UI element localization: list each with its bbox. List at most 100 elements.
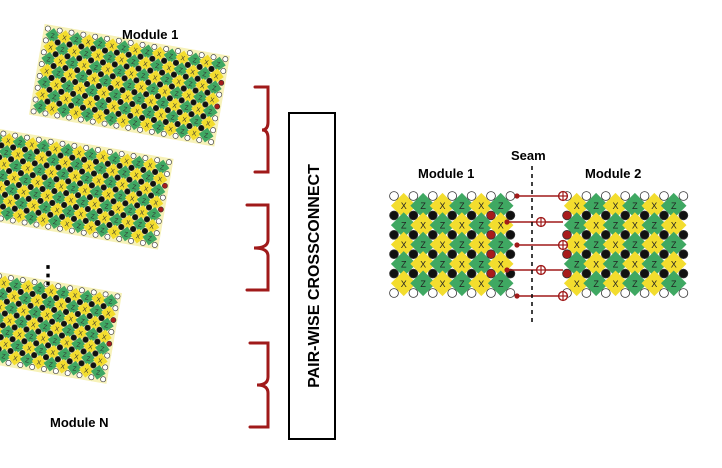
data-qubit xyxy=(506,230,515,239)
stabilizer-mark: Z xyxy=(652,259,658,269)
stabilizer-mark: X xyxy=(574,279,580,289)
module-2-lattice: ZXZXZXZXZXZXZXZXZXZXZXZXZXZXZXZXZXZXZXZX… xyxy=(0,127,174,250)
stabilizer-mark: X xyxy=(439,201,445,211)
data-qubit xyxy=(563,211,572,220)
data-qubit xyxy=(428,230,437,239)
data-qubit xyxy=(390,250,399,259)
stabilizer-mark: X xyxy=(651,201,657,211)
stabilizer-mark: X xyxy=(420,259,426,269)
boundary-qubit xyxy=(679,289,688,298)
boundary-qubit xyxy=(428,289,437,298)
stabilizer-mark: X xyxy=(612,279,618,289)
stabilizer-mark: X xyxy=(478,240,484,250)
stabilizer-mark: Z xyxy=(652,221,658,231)
module-1-label: Module 1 xyxy=(122,27,178,42)
data-qubit xyxy=(640,269,649,278)
stabilizer-mark: X xyxy=(459,221,465,231)
stabilizer-mark: X xyxy=(651,240,657,250)
data-qubit xyxy=(448,269,457,278)
boundary-qubit xyxy=(390,289,399,298)
boundary-qubit xyxy=(506,192,515,201)
module-bracket xyxy=(250,343,268,427)
stabilizer-mark: X xyxy=(439,279,445,289)
stabilizer-mark: Z xyxy=(479,259,485,269)
stabilizer-mark: Z xyxy=(613,259,619,269)
stabilizer-mark: Z xyxy=(459,201,465,211)
stabilizer-mark: X xyxy=(593,221,599,231)
module-bracket xyxy=(247,205,268,290)
stabilizer-mark: Z xyxy=(593,279,599,289)
data-qubit xyxy=(621,250,630,259)
boundary-qubit xyxy=(487,289,496,298)
data-qubit xyxy=(660,230,669,239)
data-qubit xyxy=(660,250,669,259)
data-qubit xyxy=(601,250,610,259)
data-qubit xyxy=(506,250,515,259)
data-qubit xyxy=(582,211,591,220)
boundary-qubit xyxy=(640,289,649,298)
stabilizer-mark: Z xyxy=(671,201,677,211)
boundary-qubit xyxy=(390,192,399,201)
stabilizer-mark: Z xyxy=(574,221,580,231)
stabilizer-mark: Z xyxy=(440,221,446,231)
data-qubit xyxy=(582,269,591,278)
data-qubit xyxy=(582,230,591,239)
data-qubit xyxy=(621,211,630,220)
data-qubit xyxy=(506,211,515,220)
stabilizer-mark: Z xyxy=(498,201,504,211)
data-qubit xyxy=(467,230,476,239)
link-endpoint xyxy=(514,242,519,247)
boundary-qubit xyxy=(409,192,418,201)
stabilizer-mark: Z xyxy=(593,201,599,211)
stabilizer-mark: X xyxy=(612,240,618,250)
stabilizer-mark: Z xyxy=(574,259,580,269)
stabilizer-mark: X xyxy=(459,259,465,269)
data-qubit xyxy=(487,230,496,239)
boundary-qubit xyxy=(601,289,610,298)
stabilizer-mark: Z xyxy=(632,279,638,289)
stabilizer-mark: Z xyxy=(440,259,446,269)
stabilizer-mark: Z xyxy=(632,240,638,250)
stabilizer-mark: Z xyxy=(498,240,504,250)
stabilizer-mark: Z xyxy=(420,240,426,250)
data-qubit xyxy=(390,211,399,220)
data-qubit xyxy=(679,269,688,278)
stabilizer-mark: Z xyxy=(459,240,465,250)
stabilizer-mark: X xyxy=(671,259,677,269)
stabilizer-mark: X xyxy=(651,279,657,289)
link-endpoint xyxy=(514,293,519,298)
stabilizer-mark: X xyxy=(478,279,484,289)
stabilizer-mark: Z xyxy=(613,221,619,231)
stabilizer-mark: Z xyxy=(420,201,426,211)
stabilizer-mark: X xyxy=(498,259,504,269)
boundary-qubit xyxy=(448,289,457,298)
data-qubit xyxy=(563,269,572,278)
stabilizer-mark: Z xyxy=(459,279,465,289)
data-qubit xyxy=(467,269,476,278)
stabilizer-mark: X xyxy=(498,221,504,231)
data-qubit xyxy=(640,250,649,259)
data-qubit xyxy=(409,230,418,239)
data-qubit xyxy=(428,269,437,278)
stabilizer-mark: X xyxy=(574,201,580,211)
boundary-qubit xyxy=(428,192,437,201)
data-qubit xyxy=(448,250,457,259)
data-qubit xyxy=(601,230,610,239)
boundary-qubit xyxy=(448,192,457,201)
data-qubit xyxy=(409,269,418,278)
data-qubit xyxy=(679,230,688,239)
boundary-qubit xyxy=(601,192,610,201)
stabilizer-mark: X xyxy=(420,221,426,231)
ellipsis-dots: ⋮ xyxy=(36,262,60,289)
data-qubit xyxy=(448,230,457,239)
boundary-qubit xyxy=(487,192,496,201)
data-qubit xyxy=(679,211,688,220)
data-qubit xyxy=(621,230,630,239)
stabilizer-mark: X xyxy=(632,221,638,231)
data-qubit xyxy=(448,211,457,220)
link-endpoint xyxy=(514,193,519,198)
stabilizer-mark: X xyxy=(632,259,638,269)
